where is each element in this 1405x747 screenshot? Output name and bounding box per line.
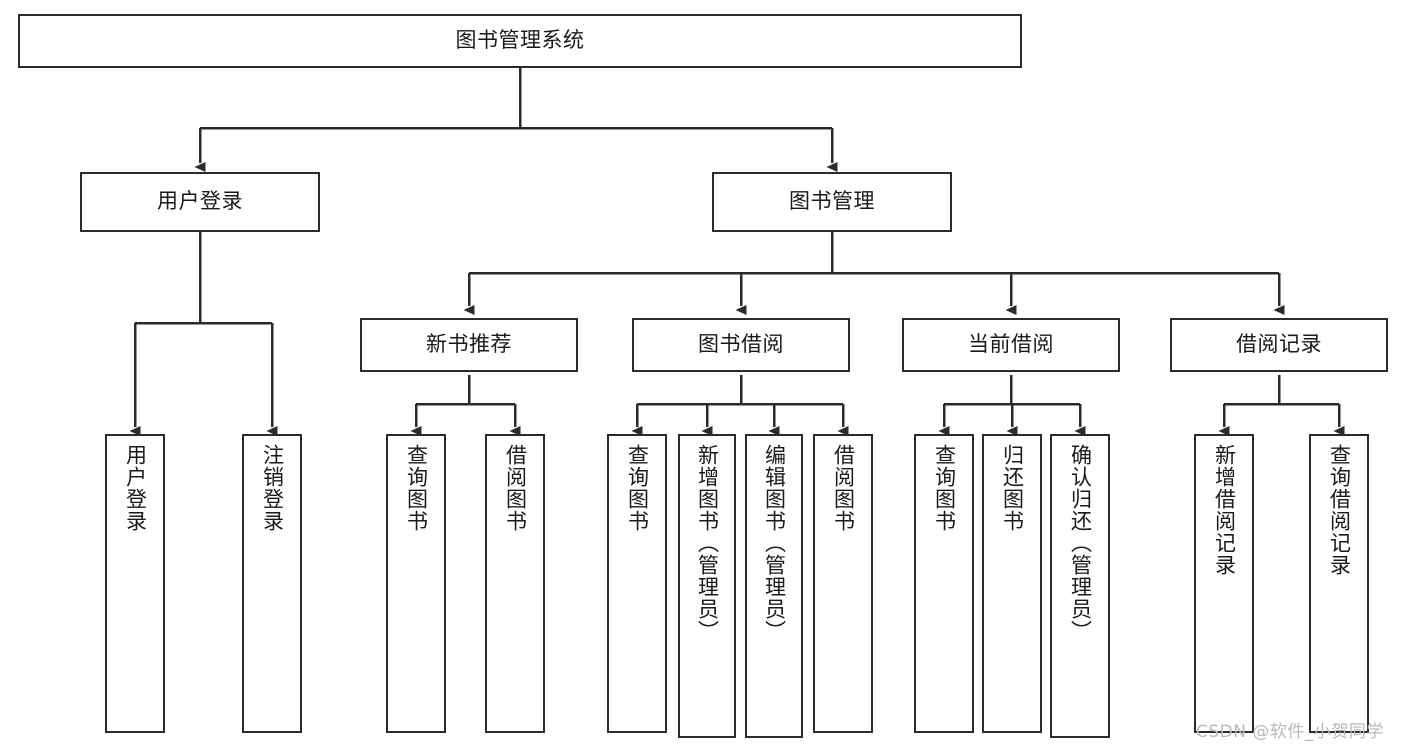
leaf-borrow-book-2[interactable]: 借阅图书 xyxy=(813,434,873,733)
leaf-user-login[interactable]: 用户登录 xyxy=(105,434,165,733)
node-label: 注销登录 xyxy=(260,444,285,532)
node-label: 用户登录 xyxy=(157,189,243,214)
leaf-query-book-3[interactable]: 查询图书 xyxy=(914,434,974,733)
node-label: 新增借阅记录 xyxy=(1212,444,1237,576)
node-label: 归还图书 xyxy=(1000,444,1025,532)
node-label: 确认归还（管理员） xyxy=(1068,444,1093,642)
node-label: 图书管理 xyxy=(789,189,875,214)
node-label: 查询图书 xyxy=(932,444,957,532)
csdn-watermark: CSDN @软件_小贺同学 xyxy=(1196,722,1384,742)
node-label: 查询图书 xyxy=(404,444,429,532)
node-borrow-record[interactable]: 借阅记录 xyxy=(1170,318,1388,372)
leaf-add-book-admin[interactable]: 新增图书（管理员） xyxy=(678,434,736,738)
leaf-query-book-1[interactable]: 查询图书 xyxy=(386,434,446,733)
leaf-edit-book-admin[interactable]: 编辑图书（管理员） xyxy=(745,434,803,738)
node-label: 借阅图书 xyxy=(831,444,856,532)
node-root-system[interactable]: 图书管理系统 xyxy=(18,14,1022,68)
leaf-return-book[interactable]: 归还图书 xyxy=(982,434,1042,733)
node-current-borrow[interactable]: 当前借阅 xyxy=(902,318,1120,372)
node-new-book-recommend[interactable]: 新书推荐 xyxy=(360,318,578,372)
node-book-borrow[interactable]: 图书借阅 xyxy=(632,318,850,372)
node-label: 借阅记录 xyxy=(1236,332,1322,357)
node-user-login[interactable]: 用户登录 xyxy=(80,172,320,232)
node-label: 当前借阅 xyxy=(968,332,1054,357)
leaf-confirm-return-admin[interactable]: 确认归还（管理员） xyxy=(1050,434,1110,738)
node-label: 图书借阅 xyxy=(698,332,784,357)
node-label: 查询图书 xyxy=(625,444,650,532)
leaf-query-borrow-record[interactable]: 查询借阅记录 xyxy=(1309,434,1369,733)
node-label: 借阅图书 xyxy=(503,444,528,532)
node-label: 查询借阅记录 xyxy=(1327,444,1352,576)
leaf-user-logout[interactable]: 注销登录 xyxy=(242,434,302,733)
node-book-management[interactable]: 图书管理 xyxy=(712,172,952,232)
leaf-add-borrow-record[interactable]: 新增借阅记录 xyxy=(1194,434,1254,733)
node-label: 图书管理系统 xyxy=(455,28,585,53)
node-label: 新增图书（管理员） xyxy=(695,444,720,642)
node-label: 新书推荐 xyxy=(426,332,512,357)
leaf-query-book-2[interactable]: 查询图书 xyxy=(607,434,667,733)
node-label: 用户登录 xyxy=(123,444,148,532)
node-label: 编辑图书（管理员） xyxy=(762,444,787,642)
leaf-borrow-book-1[interactable]: 借阅图书 xyxy=(485,434,545,733)
